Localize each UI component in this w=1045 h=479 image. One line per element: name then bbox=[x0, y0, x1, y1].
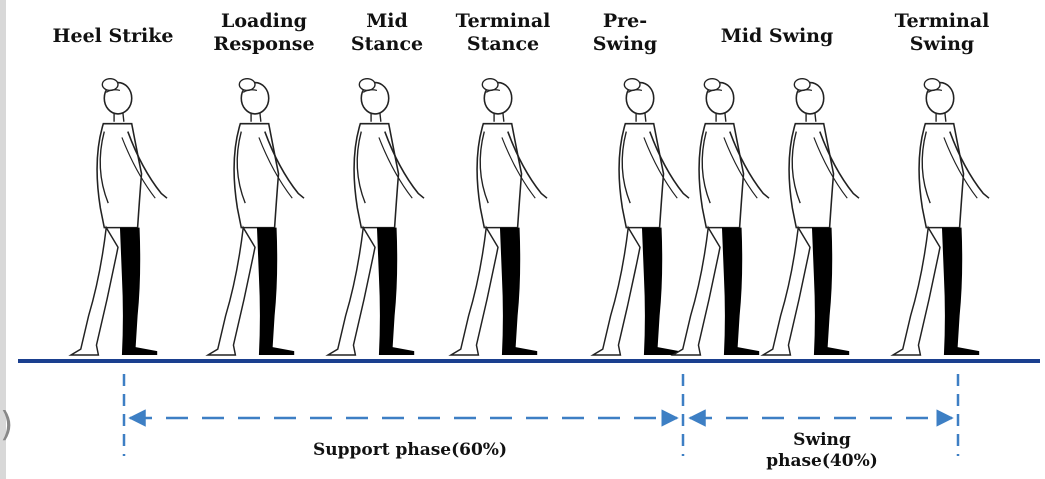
support-phase-label: Support phase(60%) bbox=[313, 440, 507, 461]
figure-loading-response bbox=[208, 79, 304, 355]
swing-phase-label: Swing phase(40%) bbox=[766, 430, 878, 472]
phase-label-terminal-swing: Terminal Swing bbox=[895, 10, 990, 56]
phase-label-terminal-stance: Terminal Stance bbox=[456, 10, 551, 56]
figure-terminal-stance bbox=[451, 79, 547, 355]
figure-pre-swing bbox=[593, 79, 689, 355]
phase-label-heel-strike: Heel Strike bbox=[53, 25, 174, 48]
phase-label-text: Terminal Swing bbox=[895, 10, 990, 55]
figure-mid-swing-a bbox=[673, 79, 769, 355]
figure-heel-strike bbox=[71, 79, 167, 355]
figure-mid-swing-b bbox=[763, 79, 859, 355]
phase-label-text: Terminal Stance bbox=[456, 10, 551, 55]
figure-terminal-swing bbox=[893, 79, 989, 355]
phase-label-mid-stance: Mid Stance bbox=[351, 10, 423, 56]
phase-label-pre-swing: Pre- Swing bbox=[593, 10, 657, 56]
phase-label-loading-response: Loading Response bbox=[213, 10, 314, 56]
phase-label-mid-swing: Mid Swing bbox=[721, 25, 834, 48]
phase-label-text: Mid Stance bbox=[351, 10, 423, 55]
figure-mid-stance bbox=[328, 79, 424, 355]
edge-fragment: ) bbox=[0, 408, 13, 442]
phase-label-text: Pre- Swing bbox=[593, 10, 657, 55]
swing-phase-label-text: Swing phase(40%) bbox=[766, 430, 878, 471]
phase-label-text: Loading Response bbox=[213, 10, 314, 55]
